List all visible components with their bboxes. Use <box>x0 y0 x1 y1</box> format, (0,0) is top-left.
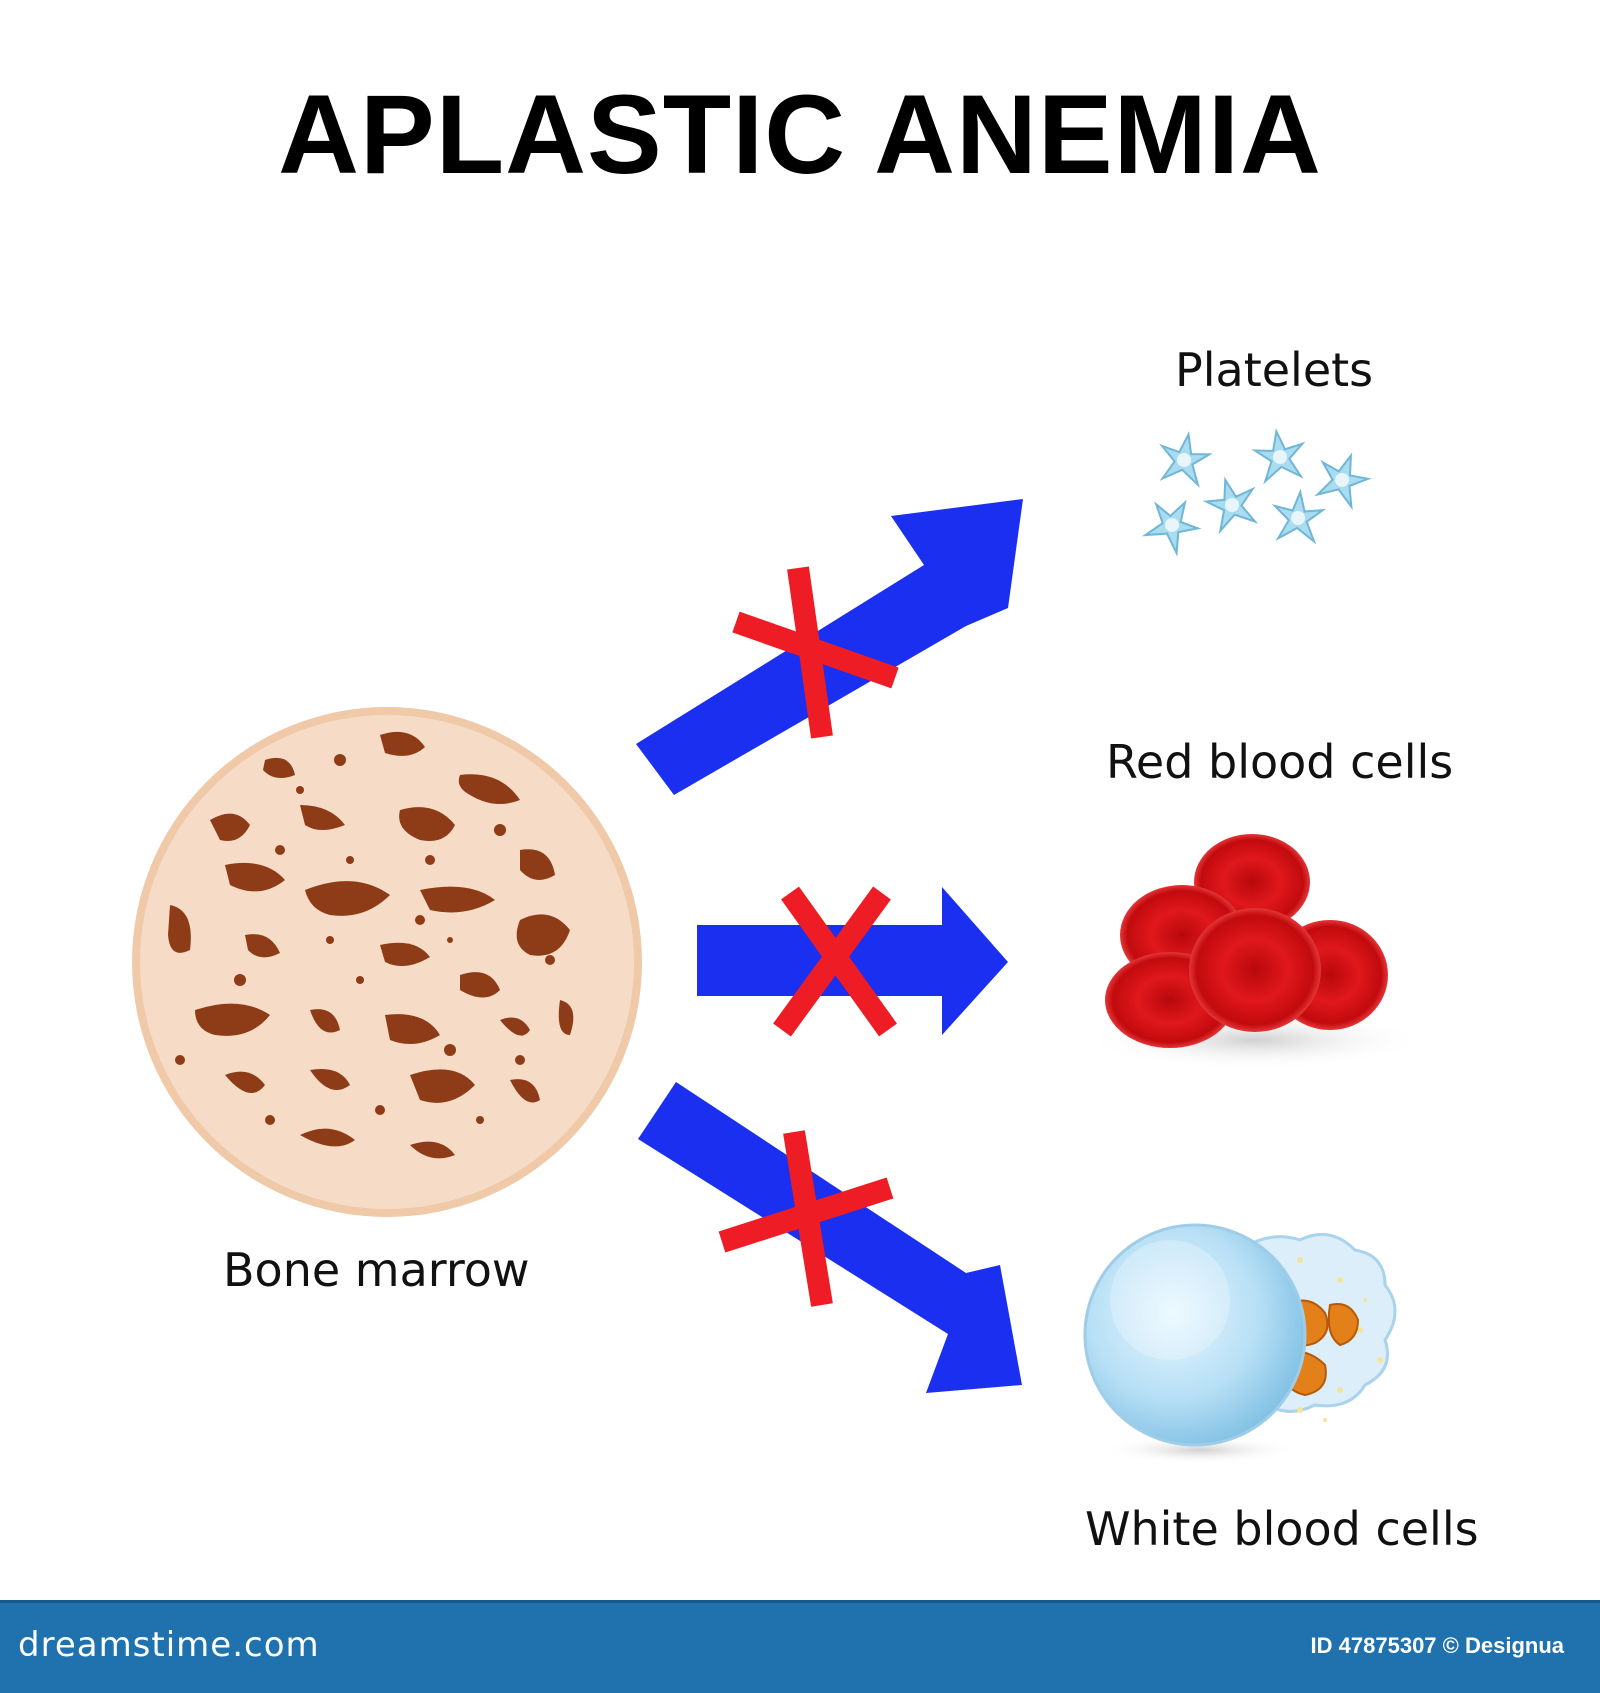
platelets-illustration <box>1139 426 1375 558</box>
footer-site-name[interactable]: dreamstime.com <box>18 1625 320 1665</box>
x-cross-icon <box>732 566 899 739</box>
bone-marrow-illustration <box>132 707 642 1217</box>
arrow-to-white-blood-cells <box>638 1082 1022 1393</box>
label-red-blood-cells: Red blood cells <box>1106 735 1454 789</box>
red-blood-cells-illustration <box>1085 834 1425 1070</box>
footer-bar: dreamstime.com ID 47875307 © Designua <box>0 1600 1600 1693</box>
label-platelets: Platelets <box>1175 343 1374 397</box>
x-cross-icon <box>773 886 897 1037</box>
diagram-title: APLASTIC ANEMIA <box>278 72 1322 197</box>
white-blood-cells-illustration <box>1083 1223 1397 1464</box>
footer-image-id: ID 47875307 © Designua <box>1310 1633 1564 1658</box>
x-cross-icon <box>718 1130 894 1307</box>
arrow-to-red-blood-cells <box>697 887 1008 1035</box>
diagram-graphics <box>132 426 1425 1464</box>
label-bone-marrow: Bone marrow <box>223 1243 530 1297</box>
label-white-blood-cells: White blood cells <box>1085 1502 1479 1556</box>
